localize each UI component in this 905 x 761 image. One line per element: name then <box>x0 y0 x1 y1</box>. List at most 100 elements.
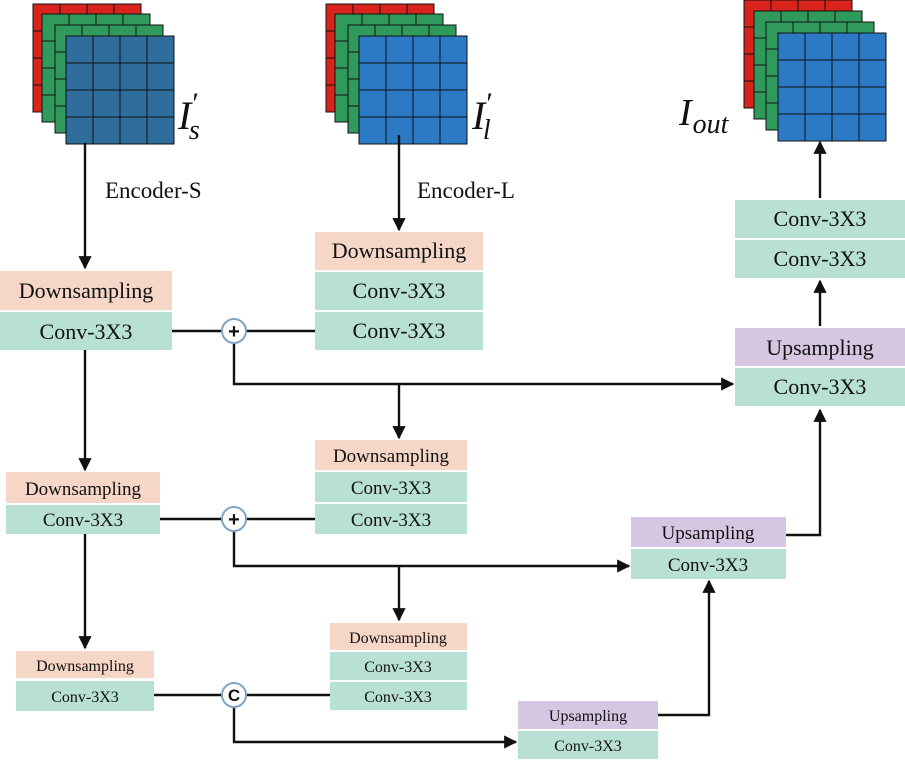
encoder-s-level-2: Downsampling Conv-3X3 <box>6 472 160 534</box>
edge-concat-to-up3 <box>232 707 518 749</box>
s1-conv-label: Conv-3X3 <box>40 319 133 344</box>
tensor-cell <box>831 32 860 61</box>
tensor-cell <box>804 113 833 142</box>
output-symbol: Iout <box>678 92 730 140</box>
tensor-cell <box>831 86 860 115</box>
tensor-cell <box>804 32 833 61</box>
decoder-level-2: Upsampling Conv-3X3 <box>631 517 786 579</box>
tensor-cell <box>358 116 387 145</box>
tensor-cell <box>777 86 806 115</box>
s2-conv-block <box>6 505 160 534</box>
output-tensor-stack <box>743 0 887 142</box>
l2-conv2-label: Conv-3X3 <box>351 510 431 531</box>
edge-up2-to-up1 <box>786 408 827 537</box>
l3-conv2-label: Conv-3X3 <box>364 689 432 706</box>
tensor-cell <box>119 62 148 91</box>
u1-upsampling-label: Upsampling <box>766 335 874 360</box>
decoder-level-3: Upsampling Conv-3X3 <box>518 701 658 759</box>
tensor-cell <box>804 86 833 115</box>
s3-downsampling-block <box>16 651 154 678</box>
l2-downsampling-block <box>315 440 467 470</box>
tensor-cell <box>858 113 887 142</box>
tensor-cell <box>439 35 468 64</box>
u2-upsampling-label: Upsampling <box>662 523 755 544</box>
encoder-s-label: Encoder-S <box>105 178 202 203</box>
out-conv2-label: Conv-3X3 <box>774 246 867 271</box>
tensor-cell <box>358 35 387 64</box>
encoder-l-label: Encoder-L <box>417 178 515 203</box>
l1-downsampling-block <box>315 232 483 270</box>
s3-conv-label: Conv-3X3 <box>51 689 119 706</box>
u3-upsampling-label: Upsampling <box>549 708 627 725</box>
tensor-cell <box>412 35 441 64</box>
tensor-cell <box>439 89 468 118</box>
l3-downsampling-label: Downsampling <box>349 630 447 647</box>
input-large-symbol: I′l <box>471 87 493 146</box>
s1-downsampling-block <box>0 271 172 310</box>
concat-operator-symbol: C <box>228 686 240 705</box>
l1-conv1-block <box>315 272 483 310</box>
tensor-cell <box>119 89 148 118</box>
edge-add1-to-up1 <box>232 343 735 391</box>
l3-conv2-block <box>330 682 467 710</box>
s3-downsampling-label: Downsampling <box>36 658 134 675</box>
tensor-cell <box>777 113 806 142</box>
tensor-cell <box>412 116 441 145</box>
tensor-cell <box>385 89 414 118</box>
edge-up3-to-up2 <box>658 579 716 717</box>
l2-conv1-block <box>315 472 467 502</box>
tensor-cell <box>439 62 468 91</box>
u2-conv-block <box>631 549 786 579</box>
u2-conv-label: Conv-3X3 <box>668 555 748 576</box>
u2-upsampling-block <box>631 517 786 547</box>
tensor-cell <box>412 89 441 118</box>
encoder-s-level-3: Downsampling Conv-3X3 <box>16 651 154 711</box>
encoder-s-level-1: Downsampling Conv-3X3 <box>0 271 172 350</box>
decoder-level-1: Upsampling Conv-3X3 <box>735 328 905 406</box>
tensor-cell <box>146 116 175 145</box>
tensor-cell <box>412 62 441 91</box>
tensor-cell <box>831 113 860 142</box>
tensor-cell <box>92 62 121 91</box>
tensor-cell <box>92 35 121 64</box>
tensor-cell <box>65 89 94 118</box>
tensor-cell <box>358 62 387 91</box>
tensor-cell <box>439 116 468 145</box>
add-operator-1-circle <box>221 318 247 344</box>
add-operator-2: + <box>221 506 247 532</box>
edge-add2-to-up2 <box>232 531 631 573</box>
l2-conv1-label: Conv-3X3 <box>351 478 431 499</box>
l3-downsampling-block <box>330 623 467 650</box>
u1-upsampling-block <box>735 328 905 366</box>
concat-operator: C <box>221 682 247 708</box>
u3-upsampling-block <box>518 701 658 729</box>
tensor-cell <box>92 116 121 145</box>
tensor-cell <box>858 32 887 61</box>
input-small-symbol: I′s <box>177 87 200 146</box>
out-conv1-label: Conv-3X3 <box>774 206 867 231</box>
u1-conv-block <box>735 368 905 406</box>
l1-conv2-label: Conv-3X3 <box>353 318 446 343</box>
encoder-l-level-1: Downsampling Conv-3X3 Conv-3X3 <box>315 232 483 350</box>
l1-conv2-block <box>315 312 483 350</box>
tensor-cell <box>119 35 148 64</box>
input-small-tensor-stack <box>32 3 175 145</box>
l2-conv2-block <box>315 504 467 534</box>
tensor-cell <box>65 35 94 64</box>
l3-conv1-label: Conv-3X3 <box>364 659 432 676</box>
input-large-tensor-stack <box>325 3 468 145</box>
u1-conv-label: Conv-3X3 <box>774 374 867 399</box>
l2-downsampling-label: Downsampling <box>333 446 450 467</box>
tensor-cell <box>831 59 860 88</box>
s3-conv-block <box>16 681 154 711</box>
tensor-cell <box>146 89 175 118</box>
tensor-cell <box>385 35 414 64</box>
add-operator-2-circle <box>221 506 247 532</box>
tensor-cell <box>146 62 175 91</box>
tensor-cell <box>65 116 94 145</box>
tensor-cell <box>92 89 121 118</box>
connectors <box>78 135 827 749</box>
concat-operator-circle <box>221 682 247 708</box>
encoder-l-level-2: Downsampling Conv-3X3 Conv-3X3 <box>315 440 467 534</box>
